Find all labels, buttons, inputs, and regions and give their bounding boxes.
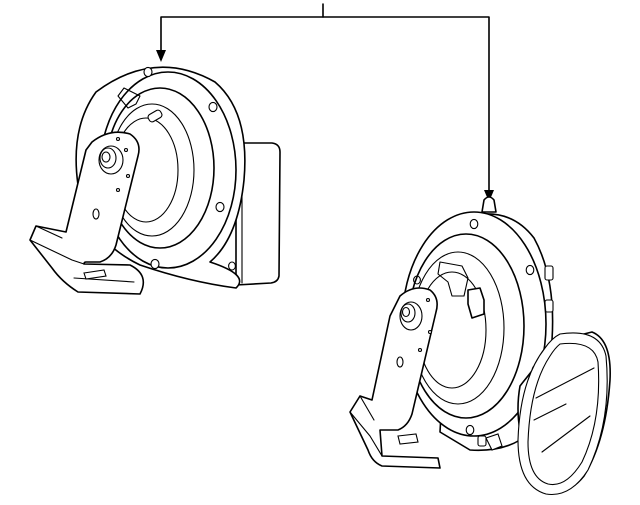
upper-tab bbox=[117, 87, 141, 109]
lower-nub bbox=[485, 433, 503, 451]
flange-hole bbox=[150, 258, 160, 270]
mounting-bracket bbox=[349, 287, 441, 469]
horn-high-tone bbox=[349, 196, 611, 496]
callout-connector bbox=[156, 3, 494, 202]
bracket-slot bbox=[397, 433, 419, 445]
terminal-pin bbox=[481, 196, 497, 213]
bracket-hole bbox=[396, 356, 404, 368]
trumpet-mouth-inner bbox=[527, 342, 600, 486]
flange-hole bbox=[525, 264, 535, 276]
bracket-hole bbox=[92, 208, 100, 220]
arrowhead-right bbox=[484, 190, 494, 202]
flange-hole bbox=[215, 201, 225, 213]
arrowhead-left bbox=[156, 50, 166, 62]
upper-slot bbox=[147, 109, 163, 123]
terminal-housing bbox=[235, 142, 281, 286]
side-stud bbox=[544, 265, 554, 281]
flange-hole bbox=[208, 101, 218, 113]
horn-low-tone bbox=[29, 66, 281, 295]
flange-hole bbox=[469, 218, 479, 230]
flange-hole bbox=[465, 424, 475, 436]
upper-tab bbox=[437, 261, 469, 297]
flange-hole bbox=[228, 261, 236, 271]
flange-hole bbox=[143, 66, 153, 78]
clip bbox=[467, 287, 485, 319]
bracket-slot bbox=[83, 269, 107, 280]
